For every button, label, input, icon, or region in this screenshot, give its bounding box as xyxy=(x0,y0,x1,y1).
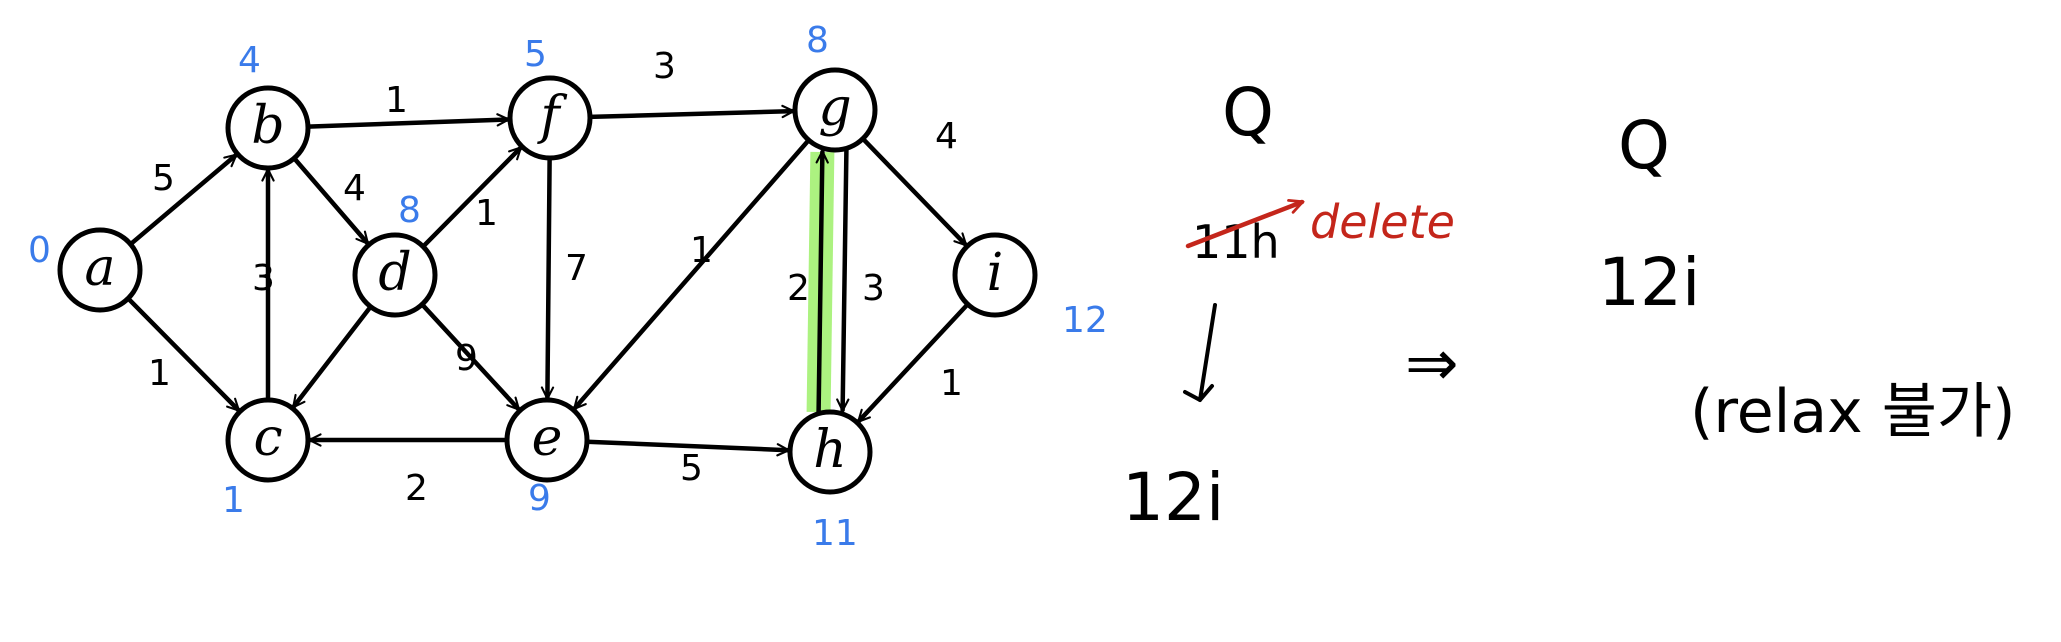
strike-arrow xyxy=(1185,202,1302,249)
edge-e-h xyxy=(584,439,788,451)
node-c: c xyxy=(225,397,311,483)
edge-weight-d-e: 9 xyxy=(455,338,478,379)
edge-d-f xyxy=(420,145,523,249)
node-a: a xyxy=(57,227,143,313)
edge-g-e xyxy=(572,137,811,408)
node-layer: a b c d e f g h i xyxy=(57,67,1038,495)
node-circle-b xyxy=(225,85,311,171)
node-circle-d xyxy=(352,232,438,318)
edge-weight-h-g: 2 xyxy=(787,268,810,309)
node-label-b: b xyxy=(251,96,284,156)
delete-annotation: delete xyxy=(1310,195,1455,249)
edge-weight-b-d: 4 xyxy=(343,168,366,209)
right-queue-notes: Q 12i (relax 불가) xyxy=(1598,107,2016,447)
node-i: i xyxy=(952,232,1038,318)
edge-layer xyxy=(125,111,970,451)
node-circle-a xyxy=(57,227,143,313)
removed-queue-item: 11h xyxy=(1192,215,1280,269)
distance-label-b: 4 xyxy=(238,40,261,81)
down-arrow-icon xyxy=(1183,303,1217,402)
distance-label-d: 8 xyxy=(398,190,421,231)
edge-f-g xyxy=(587,111,793,120)
edge-g-i xyxy=(860,136,969,248)
distance-label-g: 8 xyxy=(806,20,829,61)
node-label-i: i xyxy=(987,243,1004,303)
edge-i-h xyxy=(856,302,970,424)
edge-d-e xyxy=(419,302,521,412)
node-label-c: c xyxy=(253,408,282,468)
remaining-queue-item: 12i xyxy=(1122,459,1224,536)
node-circle-e xyxy=(504,397,590,483)
right-queue-label: Q xyxy=(1618,107,1670,184)
edge-weight-b-f: 1 xyxy=(385,80,408,121)
distance-label-c: 1 xyxy=(222,480,245,521)
node-label-a: a xyxy=(84,238,115,298)
edge-weight-a-b: 5 xyxy=(152,158,175,199)
edge-b-d xyxy=(291,156,370,243)
node-b: b xyxy=(225,85,311,171)
edge-h-g xyxy=(819,149,823,415)
distance-label-a: 0 xyxy=(28,230,51,271)
edge-a-b xyxy=(128,152,236,247)
edge-weight-e-h: 5 xyxy=(680,448,703,489)
node-e: e xyxy=(504,397,590,483)
node-label-e: e xyxy=(532,408,563,468)
relax-comment: (relax 불가) xyxy=(1690,377,2016,447)
edge-d-c xyxy=(291,304,373,407)
edge-weight-f-g: 3 xyxy=(653,46,676,87)
edge-weight-g-i: 4 xyxy=(935,116,958,157)
edge-f-e xyxy=(547,155,549,401)
distance-label-e: 9 xyxy=(528,478,551,519)
edge-weight-g-h: 3 xyxy=(862,268,885,309)
node-f: f xyxy=(507,75,593,161)
node-label-h: h xyxy=(813,420,847,480)
edge-weight-f-e: 7 xyxy=(565,248,588,289)
node-label-d: d xyxy=(378,243,411,303)
distance-label-i: 12 xyxy=(1062,300,1108,341)
edge-weight-c-b: 3 xyxy=(252,258,275,299)
edge-b-f xyxy=(305,119,508,129)
node-circle-g xyxy=(792,67,878,153)
node-circle-h xyxy=(787,409,873,495)
weight-layer: 5 1 3 1 4 1 9 2 7 3 1 5 2 3 4 1 xyxy=(148,46,963,509)
distance-label-h: 11 xyxy=(812,513,858,554)
edge-weight-g-e: 1 xyxy=(690,230,713,271)
edge-a-c xyxy=(125,296,241,413)
node-label-g: g xyxy=(818,78,851,138)
node-h: h xyxy=(787,409,873,495)
edge-weight-i-h: 1 xyxy=(940,363,963,404)
node-d: d xyxy=(352,232,438,318)
edge-weight-a-c: 1 xyxy=(148,353,171,394)
left-queue-label: Q xyxy=(1222,74,1274,151)
node-circle-c xyxy=(225,397,311,483)
node-g: g xyxy=(792,67,878,153)
right-queue-item: 12i xyxy=(1598,244,1700,321)
edge-g-h xyxy=(843,147,847,413)
implies-arrow: ⇒ xyxy=(1405,327,1459,401)
edge-weight-e-c: 2 xyxy=(405,468,428,509)
left-queue-notes: Q 11h delete 12i xyxy=(1122,74,1455,536)
edge-weight-d-f: 1 xyxy=(475,193,498,234)
node-circle-i xyxy=(952,232,1038,318)
distance-label-f: 5 xyxy=(524,34,547,75)
node-circle-f xyxy=(507,75,593,161)
